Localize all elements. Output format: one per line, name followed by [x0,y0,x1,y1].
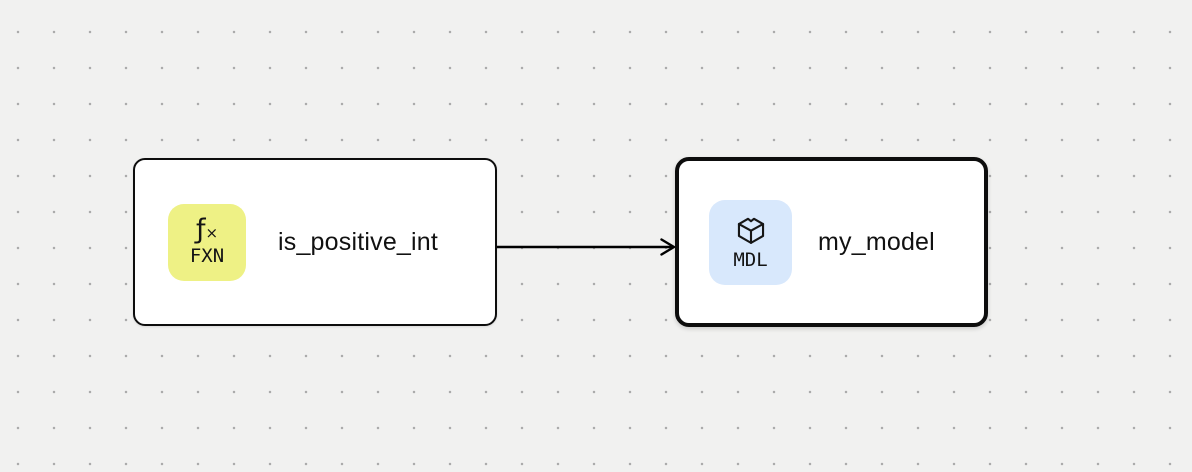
node-is-positive-int[interactable]: ƒ× FXN is_positive_int [133,158,497,326]
node-label: is_positive_int [278,227,439,256]
badge-type-label: MDL [733,248,768,271]
edge-arrowhead-icon [660,238,676,256]
badge-type-label: FXN [189,245,225,268]
cube-icon [737,217,764,244]
function-icon: ƒ× [195,214,219,246]
node-my-model[interactable]: MDL my_model [675,157,988,327]
node-label: my_model [818,227,935,256]
function-type-badge: ƒ× FXN [168,203,246,281]
model-type-badge: MDL [709,199,792,285]
